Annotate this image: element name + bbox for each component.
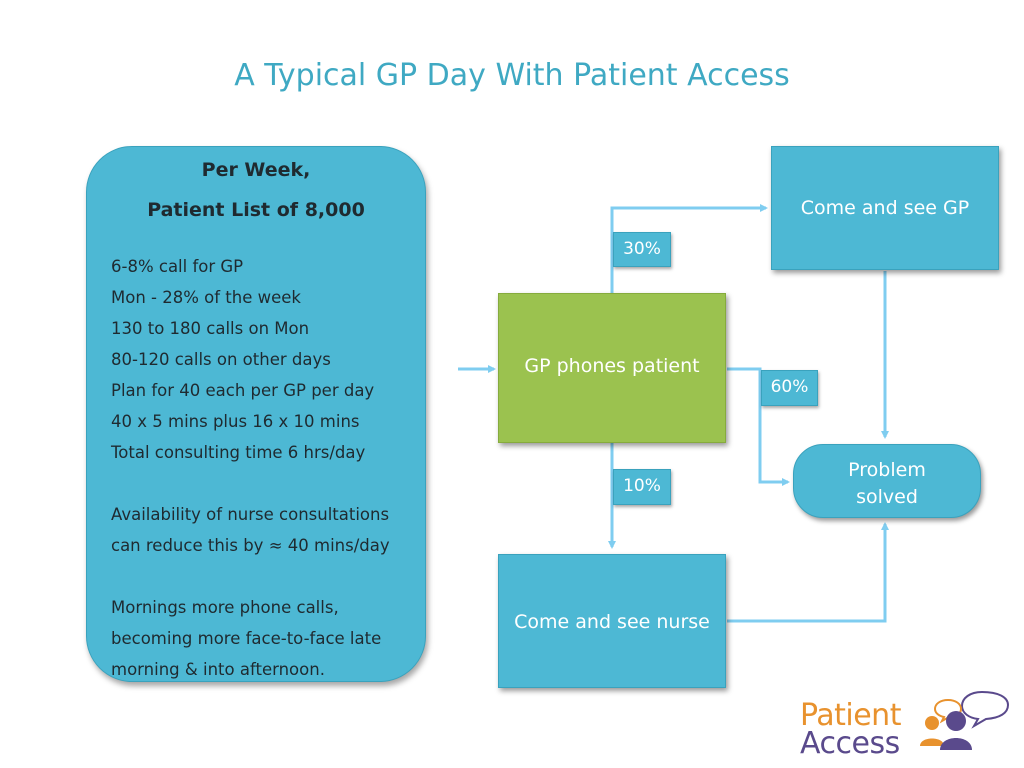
logo-text-patient: Patient — [800, 698, 901, 733]
info-line: morning & into afternoon. — [111, 660, 325, 679]
info-heading-line1: Per Week, — [201, 159, 311, 181]
info-line: Mon - 28% of the week — [111, 288, 301, 307]
come-see-gp-box: Come and see GP — [771, 146, 999, 270]
arrow-nurse-to-problem-solved — [727, 522, 889, 623]
pct-badge-nurse: 10% — [613, 469, 671, 505]
info-line: Total consulting time 6 hrs/day — [111, 443, 366, 462]
patient-access-logo: Patient Access — [800, 688, 1010, 761]
info-panel: Per Week, Patient List of 8,000 6-8% cal… — [86, 146, 426, 682]
info-line: 130 to 180 calls on Mon — [111, 319, 310, 338]
info-line: Plan for 40 each per GP per day — [111, 381, 375, 400]
problem-solved-label-line2: solved — [856, 486, 918, 508]
info-line: 80-120 calls on other days — [111, 350, 331, 369]
come-see-gp-label: Come and see GP — [800, 197, 970, 219]
info-heading-line2: Patient List of 8,000 — [147, 199, 365, 221]
problem-solved-label-line1: Problem — [848, 459, 926, 481]
problem-solved-box: Problem solved — [793, 444, 981, 518]
info-line: becoming more face-to-face late — [111, 629, 382, 648]
info-line: 40 x 5 mins plus 16 x 10 mins — [111, 412, 360, 431]
logo-people-icon — [920, 690, 1010, 750]
info-line: can reduce this by ≈ 40 mins/day — [111, 536, 390, 555]
come-see-nurse-label: Come and see nurse — [514, 611, 710, 633]
info-line: Availability of nurse consultations — [111, 505, 390, 524]
pct-badge-solved: 60% — [761, 370, 818, 406]
info-lines: 6-8% call for GP Mon - 28% of the week 1… — [111, 251, 421, 685]
gp-phones-patient-box: GP phones patient — [498, 293, 726, 443]
page-title: A Typical GP Day With Patient Access — [234, 58, 790, 93]
info-line: Mornings more phone calls, — [111, 598, 339, 617]
arrow-to-problem-solved-60 — [727, 367, 790, 486]
come-see-nurse-box: Come and see nurse — [498, 554, 726, 688]
info-line: 6-8% call for GP — [111, 257, 244, 276]
pct-badge-gp: 30% — [613, 232, 671, 267]
arrow-to-come-see-gp — [610, 204, 768, 294]
logo-text-access: Access — [800, 726, 900, 761]
gp-phones-patient-label: GP phones patient — [524, 354, 700, 377]
